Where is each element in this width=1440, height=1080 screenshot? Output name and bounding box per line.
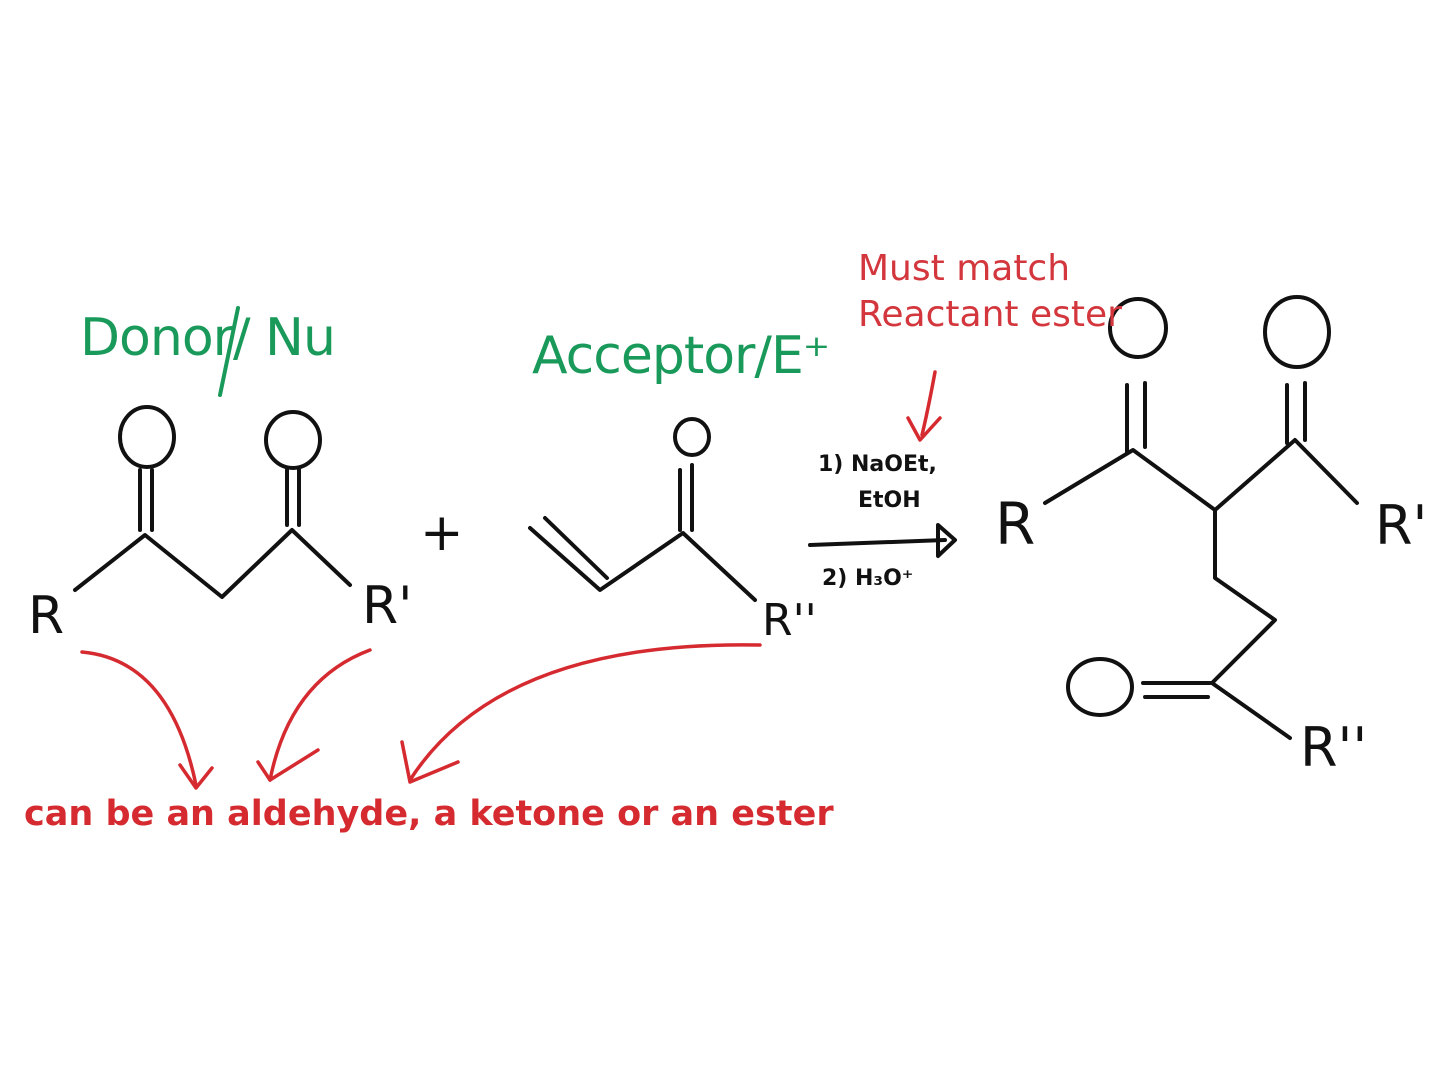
reagent-step2: 2) H₃O⁺ xyxy=(822,566,914,591)
reagent-step1-line1: 1) NaOEt, xyxy=(818,452,937,477)
reactant2-r: R'' xyxy=(762,595,817,646)
reagent-step1-line2: EtOH xyxy=(858,488,921,513)
acceptor-label: Acceptor/E⁺ xyxy=(532,326,830,386)
caption-text: can be an aldehyde, a ketone or an ester xyxy=(24,794,834,834)
reactant2-skeleton xyxy=(528,417,757,602)
must-match-note: Must match Reactant ester xyxy=(858,246,1122,338)
note-line-2: Reactant ester xyxy=(858,294,1122,335)
reactant1-skeleton xyxy=(73,405,352,599)
plus-sign: + xyxy=(420,503,464,563)
product-skeleton xyxy=(1043,295,1359,740)
product-r-left: R xyxy=(995,490,1036,558)
reactant1-r-right: R' xyxy=(362,576,413,636)
reaction-arrow xyxy=(808,523,957,558)
donor-label: Donor/ Nu xyxy=(80,308,336,368)
note-line-1: Must match xyxy=(858,248,1071,289)
product-r-bottom: R'' xyxy=(1300,716,1368,779)
product-r-right: R' xyxy=(1375,494,1428,557)
annotation-arrows xyxy=(80,370,942,790)
reactant1-r-left: R xyxy=(28,586,65,646)
